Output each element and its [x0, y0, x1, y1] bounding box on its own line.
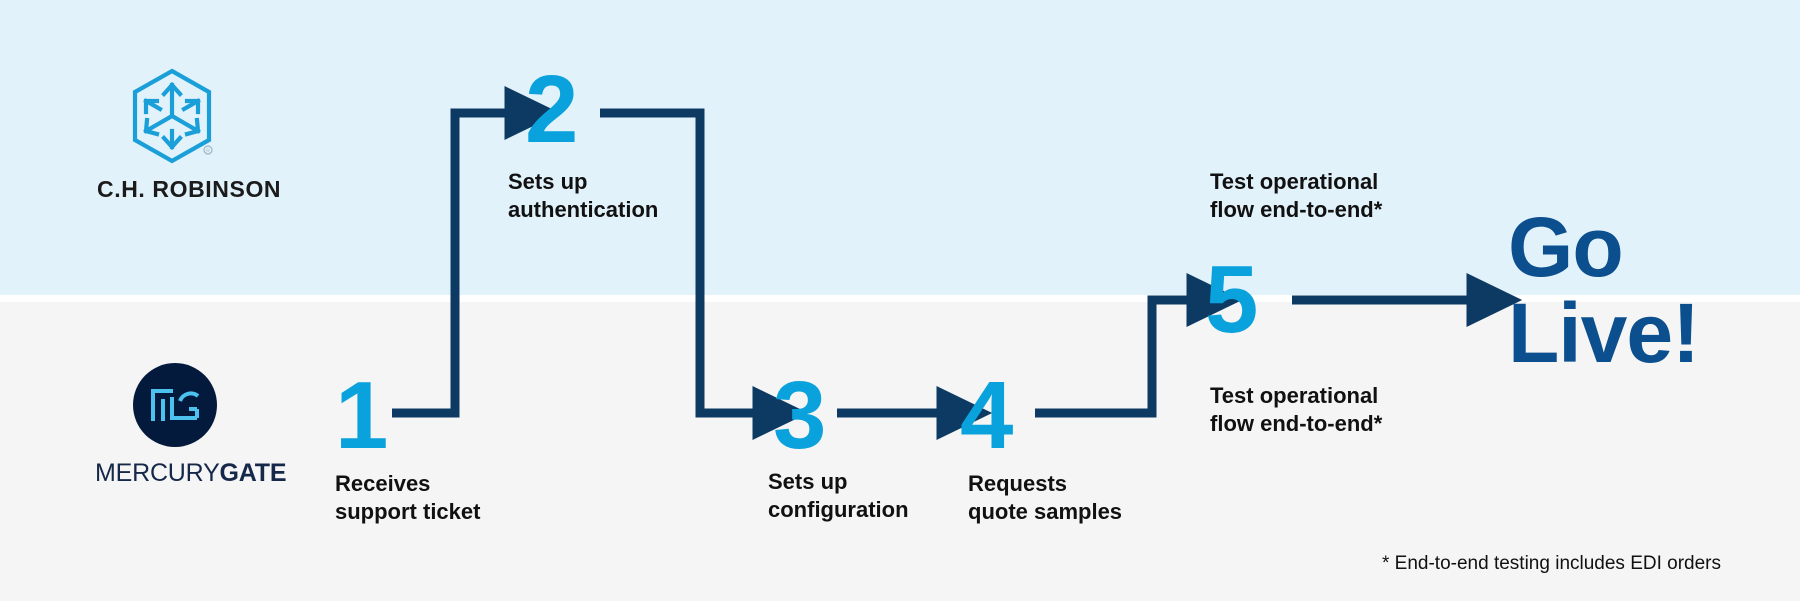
step-number-4: 4 — [960, 362, 1014, 469]
step-number-1: 1 — [335, 362, 389, 469]
chrobinson-wordmark: C.H. ROBINSON — [97, 176, 282, 202]
mercurygate-wordmark-bold: GATE — [219, 459, 287, 487]
step-label-5-top: Test operational flow end-to-end* — [1210, 169, 1383, 222]
lane-band-top — [0, 0, 1800, 295]
svg-text:R: R — [206, 149, 210, 155]
lane-band-bottom — [0, 302, 1800, 601]
step-number-3: 3 — [773, 362, 827, 469]
step-label-1: Receives support ticket — [335, 471, 481, 524]
step-number-5: 5 — [1205, 246, 1259, 353]
logo-chrobinson: R C.H. ROBINSON — [97, 68, 282, 203]
step-label-3: Sets up configuration — [768, 469, 909, 522]
mg-monogram-icon — [151, 389, 200, 421]
step-label-4: Requests quote samples — [968, 471, 1123, 524]
logo-mercurygate: MERCURYGATE — [95, 363, 287, 488]
mg-logo-circle — [133, 363, 217, 447]
golive-outcome: Go Live! — [1508, 200, 1700, 380]
step-label-2: Sets up authentication — [508, 169, 659, 222]
mercurygate-wordmark: MERCURYGATE — [95, 459, 287, 488]
footnote-text: * End-to-end testing includes EDI orders — [1382, 553, 1722, 574]
step-label-5-bottom: Test operational flow end-to-end* — [1210, 383, 1383, 436]
hexagon-arrows-icon: R — [132, 68, 213, 164]
mercurygate-wordmark-light: MERCURY — [95, 459, 220, 487]
step-number-2: 2 — [525, 56, 579, 163]
